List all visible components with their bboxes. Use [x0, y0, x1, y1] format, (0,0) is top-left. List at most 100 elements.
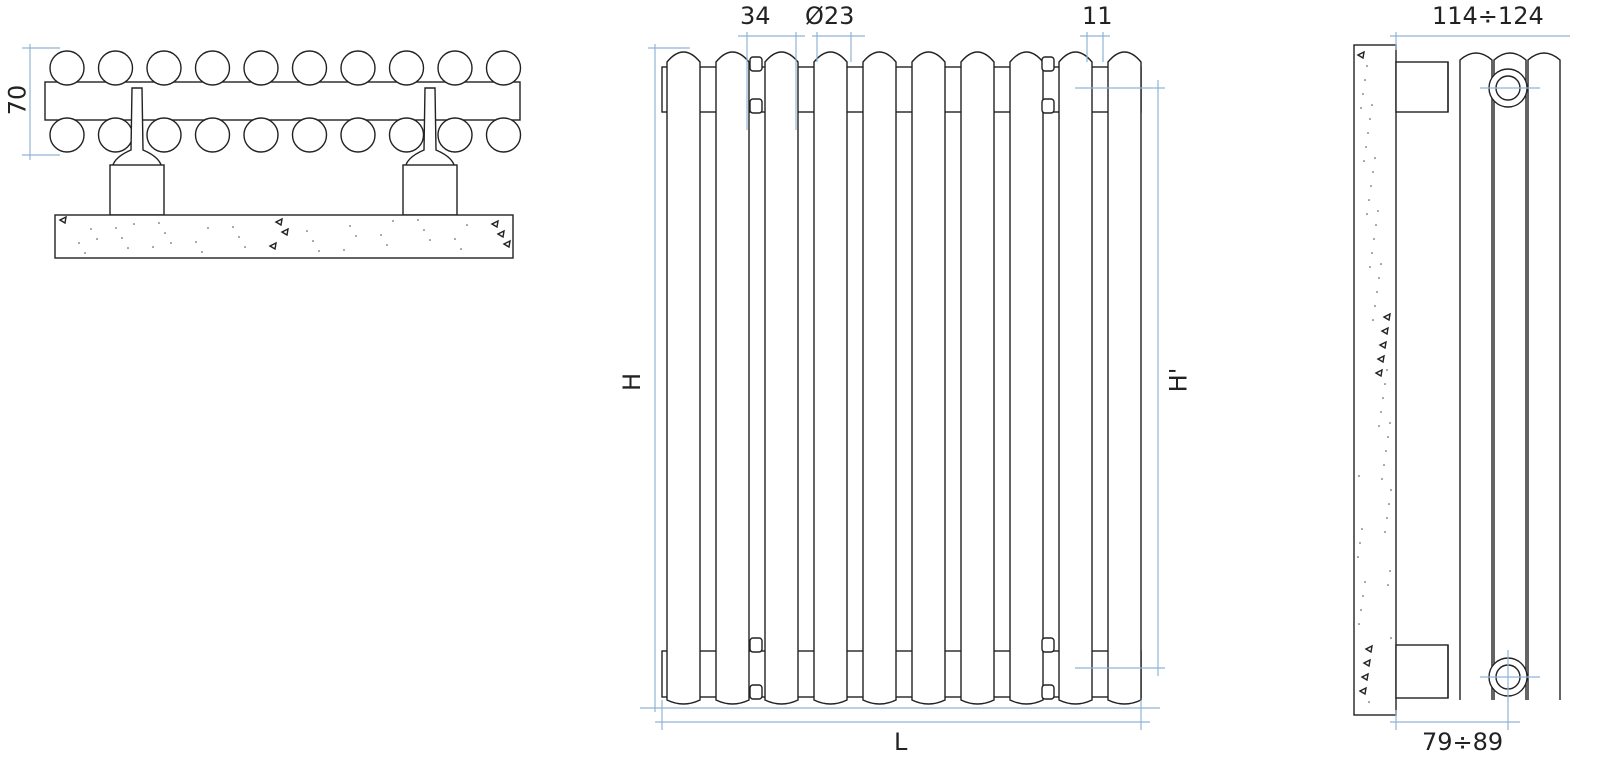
aggregate-dot — [1380, 263, 1382, 265]
aggregate-dot — [1357, 556, 1359, 558]
dimension-pitch-label: 34 — [740, 2, 771, 30]
aggregate-mark — [1374, 368, 1383, 378]
column-section — [437, 117, 473, 153]
aggregate-mark — [58, 215, 67, 225]
aggregate-mark — [280, 227, 289, 237]
aggregate-dot — [1369, 266, 1371, 268]
column-section — [388, 50, 425, 86]
aggregate-dot — [1378, 277, 1380, 279]
radiator-column — [1009, 51, 1044, 705]
aggregate-dot — [1364, 79, 1366, 81]
aggregate-mark — [496, 229, 505, 239]
aggregate-dot — [318, 250, 320, 252]
dimension-axis-depth-label: 79÷89 — [1422, 728, 1504, 756]
aggregate-dot — [1358, 623, 1360, 625]
aggregate-dot — [1381, 478, 1383, 480]
aggregate-dot — [1369, 118, 1371, 120]
aggregate-dot — [1362, 93, 1364, 95]
aggregate-dot — [429, 239, 431, 241]
aggregate-dot — [1365, 146, 1367, 148]
aggregate-mark — [1356, 50, 1365, 60]
radiator-column — [1107, 51, 1142, 705]
aggregate-dot — [1372, 171, 1374, 173]
aggregate-dot — [386, 244, 388, 246]
aggregate-dot — [380, 234, 382, 236]
aggregate-mark — [1376, 354, 1385, 364]
aggregate-dot — [392, 220, 394, 222]
aggregate-dot — [244, 246, 246, 248]
aggregate-dot — [1380, 411, 1382, 413]
wall-section — [54, 214, 514, 259]
aggregate-dot — [152, 246, 154, 248]
aggregate-mark — [490, 219, 499, 229]
aggregate-dot — [127, 247, 129, 249]
aggregate-mark — [1382, 312, 1391, 322]
radiator-column — [666, 51, 701, 705]
dimension-axis-height-label: H' — [1164, 367, 1193, 393]
aggregate-dot — [1387, 436, 1389, 438]
column-section — [388, 117, 425, 153]
aggregate-mark — [274, 217, 283, 227]
aggregate-dot — [1382, 397, 1384, 399]
aggregate-dot — [454, 238, 456, 240]
dimension-lines-top — [738, 32, 1110, 130]
aggregate-dot — [1368, 701, 1370, 703]
column-section — [485, 50, 522, 86]
column-section — [194, 117, 231, 153]
aggregate-dot — [460, 248, 462, 250]
aggregate-dot — [78, 242, 80, 244]
aggregate-dot — [349, 225, 351, 227]
front-view — [640, 32, 1165, 730]
radiator-column — [862, 51, 897, 705]
aggregate-dot — [466, 224, 468, 226]
dimension-height-label: H — [618, 372, 647, 392]
aggregate-dot — [201, 251, 203, 253]
aggregate-dot — [121, 237, 123, 239]
aggregate-dot — [1366, 65, 1368, 67]
bracket-side — [1395, 644, 1449, 699]
aggregate-dot — [133, 223, 135, 225]
aggregate-dot — [115, 227, 117, 229]
wall-clip — [1041, 637, 1055, 653]
bracket-base — [109, 164, 165, 216]
dimension-diameter-label: Ø23 — [805, 2, 855, 30]
wall-clip — [749, 98, 763, 114]
column-section — [243, 50, 279, 86]
wall-clip — [1041, 56, 1055, 72]
side-view — [1353, 32, 1570, 730]
dimension-line-depth — [22, 44, 60, 160]
aggregate-mark — [1364, 644, 1373, 654]
aggregate-dot — [1361, 528, 1363, 530]
column-section — [485, 117, 522, 153]
aggregate-dot — [1389, 422, 1391, 424]
aggregate-dot — [1388, 503, 1390, 505]
aggregate-mark — [1380, 326, 1389, 336]
dimension-gap-label: 11 — [1082, 2, 1113, 30]
aggregate-dot — [1384, 531, 1386, 533]
dimension-depth-label: 70 — [3, 84, 32, 116]
aggregate-mark — [268, 241, 277, 251]
radiator-column — [911, 51, 946, 705]
aggregate-dot — [1359, 542, 1361, 544]
aggregate-dot — [1389, 570, 1391, 572]
column-section — [340, 50, 376, 86]
wall-clip — [1041, 684, 1055, 700]
aggregate-mark — [1378, 340, 1387, 350]
column-section — [291, 50, 328, 86]
radiator-column — [1058, 51, 1093, 705]
aggregate-dot — [1375, 224, 1377, 226]
aggregate-dot — [1386, 517, 1388, 519]
aggregate-dot — [232, 226, 234, 228]
column-section — [243, 117, 279, 153]
aggregate-dot — [1384, 383, 1386, 385]
aggregate-dot — [417, 219, 419, 221]
aggregate-dot — [1390, 637, 1392, 639]
aggregate-dot — [1366, 213, 1368, 215]
radiator-column — [715, 51, 750, 705]
aggregate-dot — [170, 242, 172, 244]
aggregate-dot — [1376, 291, 1378, 293]
aggregate-dot — [1387, 584, 1389, 586]
aggregate-dot — [96, 238, 98, 240]
dimension-lines-axis-height — [1075, 80, 1165, 676]
